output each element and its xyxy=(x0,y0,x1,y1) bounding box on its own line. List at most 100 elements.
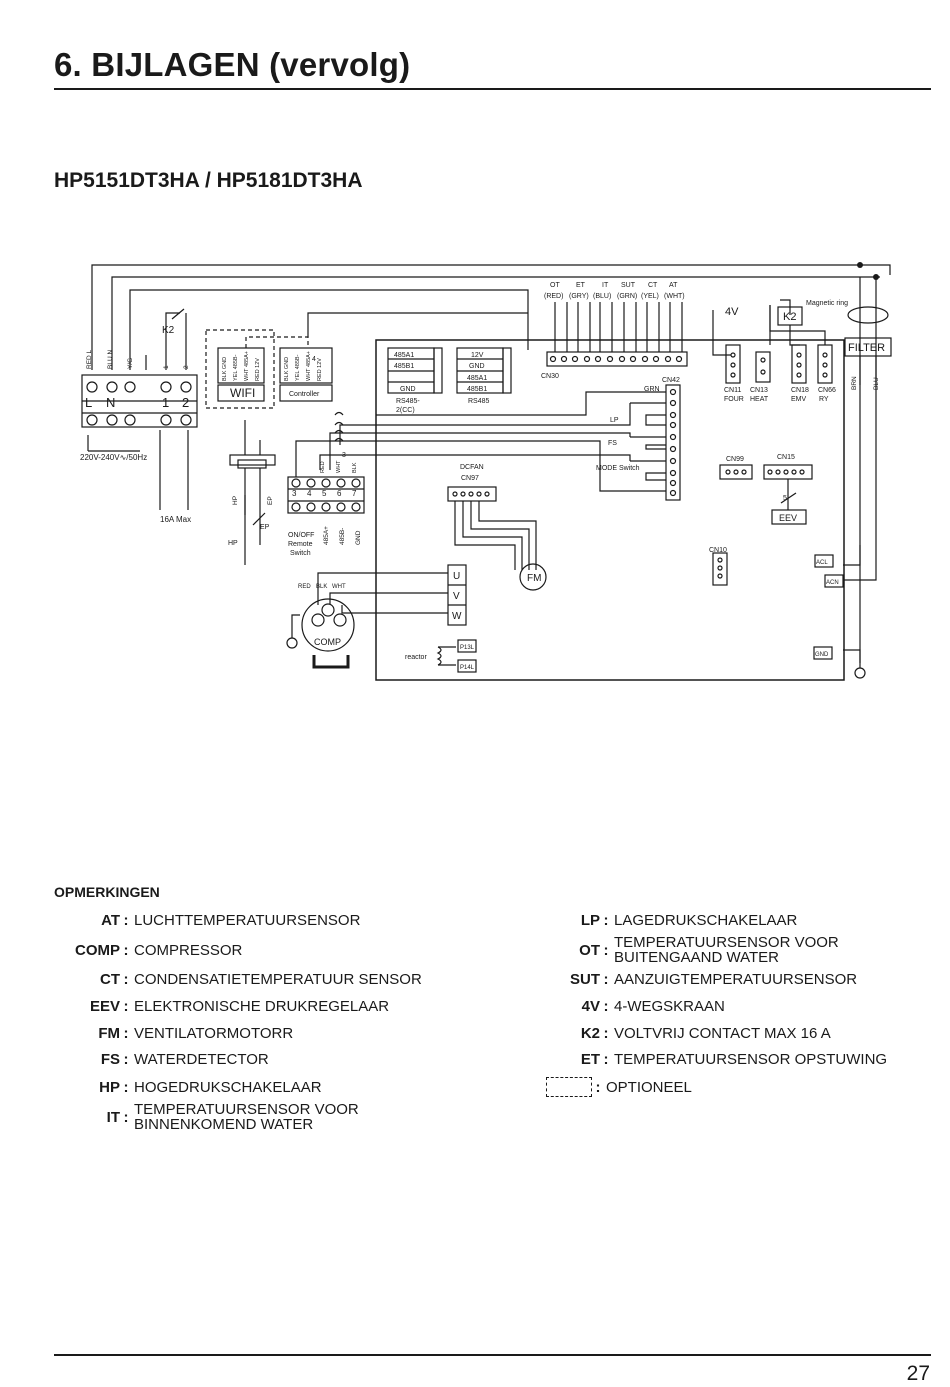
remote-color-blk: BLK xyxy=(352,462,358,473)
hp-vertical-label: HP xyxy=(232,496,239,505)
sensor-AT: AT xyxy=(669,282,678,289)
sensor-IT: IT xyxy=(602,282,609,289)
remote-num-5: 5 xyxy=(322,489,327,498)
terminal-L: L xyxy=(85,395,92,410)
note-value-line-1: TEMPERATUURSENSOR VOOR xyxy=(134,1101,359,1118)
note-value: HOGEDRUKSCHAKELAAR xyxy=(134,1079,322,1096)
note-key: SUT xyxy=(570,971,600,988)
note-colon: : xyxy=(123,998,129,1015)
note-lp: LP: LAGEDRUKSCHAKELAAR xyxy=(552,912,798,929)
wifi-wire-4: RED 12V xyxy=(255,358,261,381)
ry-label: RY xyxy=(819,396,829,403)
sensor-CT: CT xyxy=(648,282,658,289)
ctrl-wire-1: BLK GND xyxy=(284,357,290,381)
terminal-top-blu-n: BLU N xyxy=(107,350,114,369)
terminal-N: N xyxy=(106,395,115,410)
terminal-top-2: 2 xyxy=(183,365,190,369)
note-colon: : xyxy=(603,912,609,929)
sensor-color-IT: (BLU) xyxy=(593,293,611,300)
cn30-label: CN30 xyxy=(541,373,559,380)
wiring-diagram: K2 L N 1 2 220V-240V∿/50Hz 16A Max WIFI … xyxy=(80,262,892,681)
ctrl-wire-4: RED 12V xyxy=(317,358,323,381)
cn66-label: CN66 xyxy=(818,387,836,394)
note-value: TEMPERATUURSENSOR OPSTUWING xyxy=(614,1051,888,1068)
note-key: AT xyxy=(101,912,120,929)
cn42-label: CN42 xyxy=(662,377,680,384)
dashed-box-symbol xyxy=(546,1077,592,1097)
note-colon: : xyxy=(123,1025,129,1042)
rscc-row-4: GND xyxy=(400,386,416,393)
note-colon: : xyxy=(595,1079,601,1096)
note-value: ELEKTRONISCHE DRUKREGELAAR xyxy=(134,998,390,1015)
terminal-top-red-l: RED L xyxy=(86,349,93,369)
page-title: 6. BIJLAGEN (vervolg) xyxy=(54,46,411,83)
note-colon: : xyxy=(603,971,609,988)
fuse-label: 16A Max xyxy=(160,515,191,524)
cn97-label: CN97 xyxy=(461,475,479,482)
cn15-label: CN15 xyxy=(777,454,795,461)
acl-label: ACL xyxy=(816,560,828,566)
eev-label: EEV xyxy=(779,513,797,523)
note-value: WATERDETECTOR xyxy=(134,1051,269,1068)
note-value: COMPRESSOR xyxy=(134,942,243,959)
rs-row-2: GND xyxy=(469,363,485,370)
comp-wht: WHT xyxy=(332,584,346,590)
note-colon: : xyxy=(603,998,609,1015)
k2-label: K2 xyxy=(162,325,175,336)
note-key: LP xyxy=(580,912,600,929)
note-key: 4V xyxy=(581,998,600,1015)
note-key: EEV xyxy=(89,998,120,1015)
note-key: K2 xyxy=(580,1025,600,1042)
note-value: VOLTVRIJ CONTACT MAX 16 A xyxy=(614,1025,831,1042)
note-value: CONDENSATIETEMPERATUUR SENSOR xyxy=(134,971,422,988)
fm-label: FM xyxy=(527,573,541,584)
cn13-label: CN13 xyxy=(750,387,768,394)
onoff-line-1: ON/OFF xyxy=(288,532,314,539)
uvw-v: V xyxy=(453,591,460,602)
note-value: AANZUIGTEMPERATUURSENSOR xyxy=(614,971,858,988)
remote-bottom-485a: 485A+ xyxy=(323,526,330,545)
four-way-label: 4V xyxy=(725,306,739,318)
note-key: OT xyxy=(579,942,600,959)
note-value: LAGEDRUKSCHAKELAAR xyxy=(614,912,798,929)
rs-row-4: 485B1 xyxy=(467,386,487,393)
uvw-u: U xyxy=(453,571,460,582)
mode-switch-label: MODE Switch xyxy=(596,465,640,472)
rscc-label-2: 2(CC) xyxy=(396,407,415,414)
note-key: ET xyxy=(580,1051,600,1068)
hp-label: HP xyxy=(228,540,238,547)
remote-num-6: 6 xyxy=(337,489,342,498)
sensor-ET: ET xyxy=(576,282,586,289)
wifi-wire-3: WHT 485A+ xyxy=(244,351,250,381)
remote-color-wht: WHT xyxy=(336,460,342,473)
sensor-color-SUT: (GRN) xyxy=(617,293,637,300)
lp-label: LP xyxy=(610,417,619,424)
emv-label: EMV xyxy=(791,396,807,403)
heat-label: HEAT xyxy=(750,396,769,403)
note-4v: 4V:4-WEGSKRAAN xyxy=(552,999,725,1014)
sensor-color-CT: (YEL) xyxy=(641,293,659,300)
fs-label: FS xyxy=(608,440,617,447)
sensor-color-ET: (GRY) xyxy=(569,293,589,300)
terminal-1: 1 xyxy=(162,395,169,410)
wifi-wire-1: BLK GND xyxy=(222,357,228,381)
cn18-label: CN18 xyxy=(791,387,809,394)
supply-label: 220V-240V∿/50Hz xyxy=(80,453,147,462)
ctrl-wire-2: YEL 485B- xyxy=(295,354,301,381)
note-colon: : xyxy=(123,1079,129,1096)
sensor-OT: OT xyxy=(550,282,560,289)
terminal-top-yg: Y/G xyxy=(127,358,134,369)
gnd-box-label: GND xyxy=(815,652,829,658)
terminal-2: 2 xyxy=(182,395,189,410)
note-optioneel: :OPTIONEEL xyxy=(546,1077,692,1097)
blu-label: BLU xyxy=(873,377,880,390)
dcfan-label: DCFAN xyxy=(460,464,484,471)
remote-bottom-485b: 485B- xyxy=(339,528,346,545)
filter-label: FILTER xyxy=(848,342,885,354)
grn-label: GRN xyxy=(644,386,660,393)
note-colon: : xyxy=(123,1109,129,1126)
note-colon: : xyxy=(123,971,129,988)
four-label: FOUR xyxy=(724,396,744,403)
note-comp: COMP:COMPRESSOR xyxy=(54,943,242,958)
